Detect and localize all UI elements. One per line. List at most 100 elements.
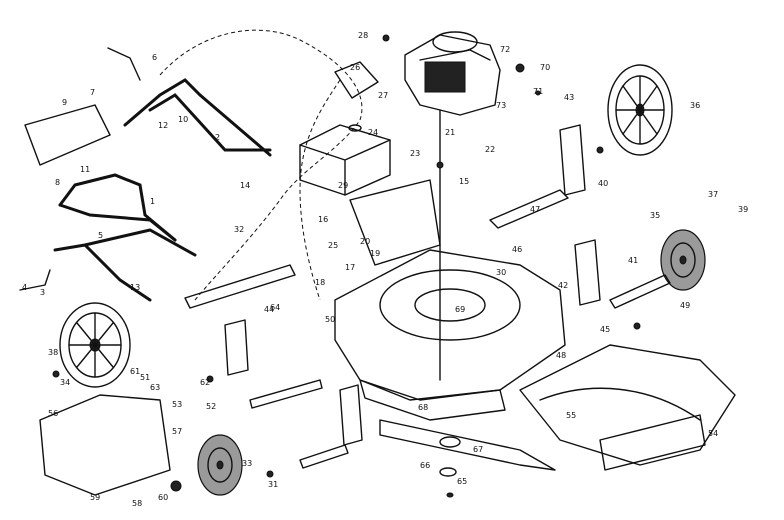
- callout-16: 16: [318, 215, 328, 224]
- axle-left-front: [299, 444, 349, 469]
- air-cleaner: [334, 61, 379, 99]
- callout-2: 2: [215, 133, 220, 142]
- callout-20: 20: [360, 237, 370, 246]
- callout-17: 17: [345, 263, 355, 272]
- callout-32: 32: [234, 225, 244, 234]
- callout-69: 69: [455, 305, 465, 314]
- bag-frame: [24, 104, 177, 242]
- axle-right: [489, 189, 569, 229]
- rear-wheel-left: [59, 302, 131, 388]
- callout-67: 67: [473, 445, 483, 454]
- callout-10: 10: [178, 115, 188, 124]
- callout-14: 14: [240, 181, 250, 190]
- fuel-tank: [299, 124, 391, 196]
- callout-51: 51: [140, 373, 150, 382]
- blade: [379, 419, 556, 471]
- blade-adapter: [439, 467, 457, 477]
- callout-29: 29: [338, 181, 348, 190]
- callout-15: 15: [459, 177, 469, 186]
- callout-25: 25: [328, 241, 338, 250]
- callout-46: 46: [512, 245, 522, 254]
- callout-5: 5: [98, 231, 103, 240]
- callout-22: 22: [485, 145, 495, 154]
- callout-58: 58: [132, 499, 142, 508]
- engine: [404, 31, 501, 381]
- callout-40: 40: [598, 179, 608, 188]
- callout-48: 48: [556, 351, 566, 360]
- callout-13: 13: [130, 283, 140, 292]
- callout-7: 7: [90, 88, 95, 97]
- callout-1: 1: [150, 197, 155, 206]
- callout-44: 44: [264, 305, 274, 314]
- callout-27: 27: [378, 91, 388, 100]
- callout-35: 35: [650, 211, 660, 220]
- callout-18: 18: [315, 278, 325, 287]
- upper-handle: [107, 47, 272, 157]
- callout-33: 33: [242, 459, 252, 468]
- callout-63: 63: [150, 383, 160, 392]
- callout-49: 49: [680, 301, 690, 310]
- callout-8: 8: [55, 178, 60, 187]
- callout-23: 23: [410, 149, 420, 158]
- callout-72: 72: [500, 45, 510, 54]
- callout-71: 71: [533, 87, 543, 96]
- callout-38: 38: [48, 348, 58, 357]
- callout-19: 19: [370, 249, 380, 258]
- callout-64: 64: [270, 303, 280, 312]
- control-cable-2: [299, 79, 341, 301]
- callout-21: 21: [445, 128, 455, 137]
- callout-65: 65: [457, 477, 467, 486]
- callout-36: 36: [690, 101, 700, 110]
- callout-56: 56: [48, 409, 58, 418]
- callout-60: 60: [158, 493, 168, 502]
- height-adjuster-right-front: [574, 239, 601, 306]
- height-adjuster-right: [559, 124, 586, 196]
- engine-bracket: [349, 179, 441, 266]
- axle-right-front: [609, 274, 671, 309]
- grass-bag: [39, 394, 171, 496]
- callout-11: 11: [80, 165, 90, 174]
- discharge-chute: [519, 344, 736, 471]
- callout-24: 24: [368, 128, 378, 137]
- callout-55: 55: [566, 411, 576, 420]
- callout-43: 43: [564, 93, 574, 102]
- callout-3: 3: [40, 288, 45, 297]
- callout-47: 47: [530, 205, 540, 214]
- front-wheel-right: [660, 229, 706, 291]
- callout-41: 41: [628, 256, 638, 265]
- callout-50: 50: [325, 315, 335, 324]
- rear-wheel-right: [607, 64, 673, 156]
- callout-9: 9: [62, 98, 67, 107]
- callout-73: 73: [496, 101, 506, 110]
- hardware: [52, 34, 641, 492]
- blade-bolt: [446, 492, 454, 498]
- callout-45: 45: [600, 325, 610, 334]
- callout-59: 59: [90, 493, 100, 502]
- front-wheel-left: [197, 434, 243, 496]
- callout-34: 34: [60, 378, 70, 387]
- callout-30: 30: [496, 268, 506, 277]
- callout-68: 68: [418, 403, 428, 412]
- control-cable: [159, 29, 363, 301]
- callout-28: 28: [358, 31, 368, 40]
- callout-54: 54: [708, 429, 718, 438]
- callout-52: 52: [206, 402, 216, 411]
- height-adjuster-left-front: [339, 384, 363, 446]
- callout-6: 6: [152, 53, 157, 62]
- callout-4: 4: [22, 283, 27, 292]
- callout-62: 62: [200, 378, 210, 387]
- callout-31: 31: [268, 480, 278, 489]
- callout-37: 37: [708, 190, 718, 199]
- lower-handle: [19, 228, 197, 302]
- callout-26: 26: [350, 63, 360, 72]
- callout-39: 39: [738, 205, 748, 214]
- callout-12: 12: [158, 121, 168, 130]
- axle-left: [249, 379, 323, 409]
- mower-deck: [334, 249, 566, 421]
- callout-70: 70: [540, 63, 550, 72]
- callout-61: 61: [130, 367, 140, 376]
- height-adjuster-left: [224, 319, 249, 376]
